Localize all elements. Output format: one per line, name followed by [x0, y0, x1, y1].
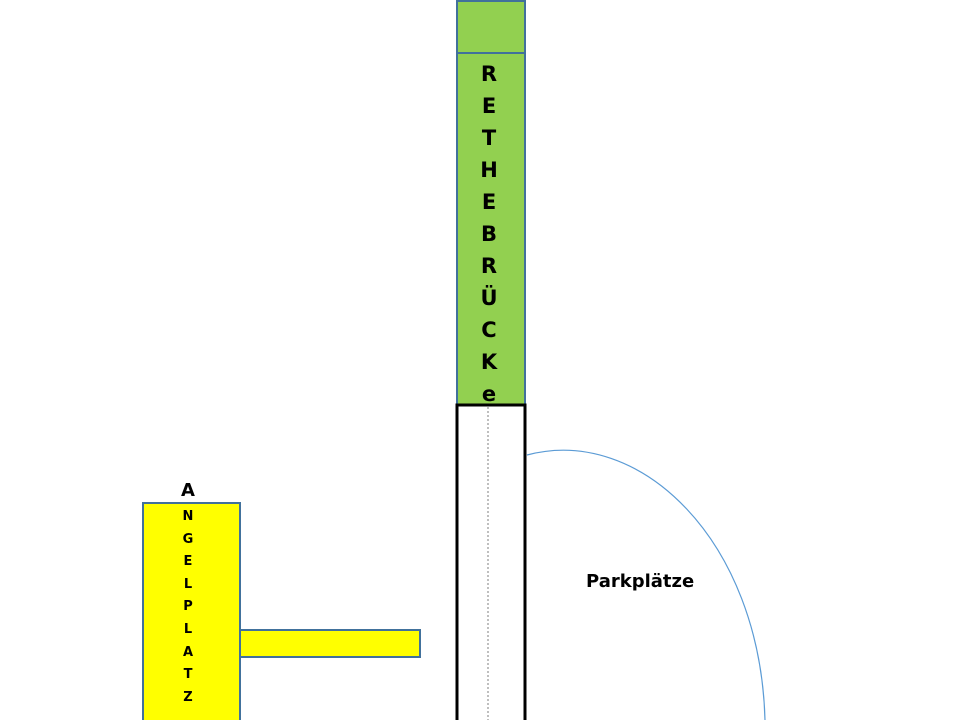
- bridge-label-letter: T: [481, 126, 497, 150]
- bridge-label-letter: B: [480, 222, 497, 246]
- fishing-spot-label-letter: T: [183, 667, 193, 683]
- bridge-body: [456, 52, 526, 406]
- fishing-spot-label-letter: N: [182, 509, 194, 524]
- bridge-label-letter: E: [481, 94, 497, 118]
- bridge-label-letter: R: [480, 254, 498, 278]
- road: [455, 403, 527, 725]
- fishing-spot-label-letter: L: [183, 576, 193, 592]
- bridge-label-letter: R: [480, 62, 498, 86]
- fishing-spot-label-letter: E: [183, 554, 193, 570]
- fishing-spot-block: [142, 502, 241, 725]
- fishing-spot-label-letter: L: [183, 622, 193, 637]
- parking-area-boundary: [526, 449, 766, 721]
- fishing-spot-label-letter: A: [182, 644, 194, 660]
- bridge-label-letter: E: [481, 190, 497, 214]
- parking-label: Parkplätze: [586, 571, 695, 592]
- bridge-label-letter: Ü: [480, 286, 498, 310]
- fishing-spot-label-letter: G: [182, 531, 194, 547]
- fishing-spot-label-letter: Z: [183, 689, 193, 705]
- bridge-label-letter: e: [481, 382, 497, 406]
- bridge-label-letter: C: [481, 318, 497, 342]
- fishing-spot-label-letter: A: [181, 480, 195, 501]
- bridge-top-cap: [456, 0, 526, 54]
- bridge-label-letter: H: [480, 158, 498, 182]
- fishing-pier: [239, 629, 421, 658]
- bridge-label-letter: K: [480, 350, 498, 374]
- fishing-spot-label-letter: P: [183, 599, 193, 615]
